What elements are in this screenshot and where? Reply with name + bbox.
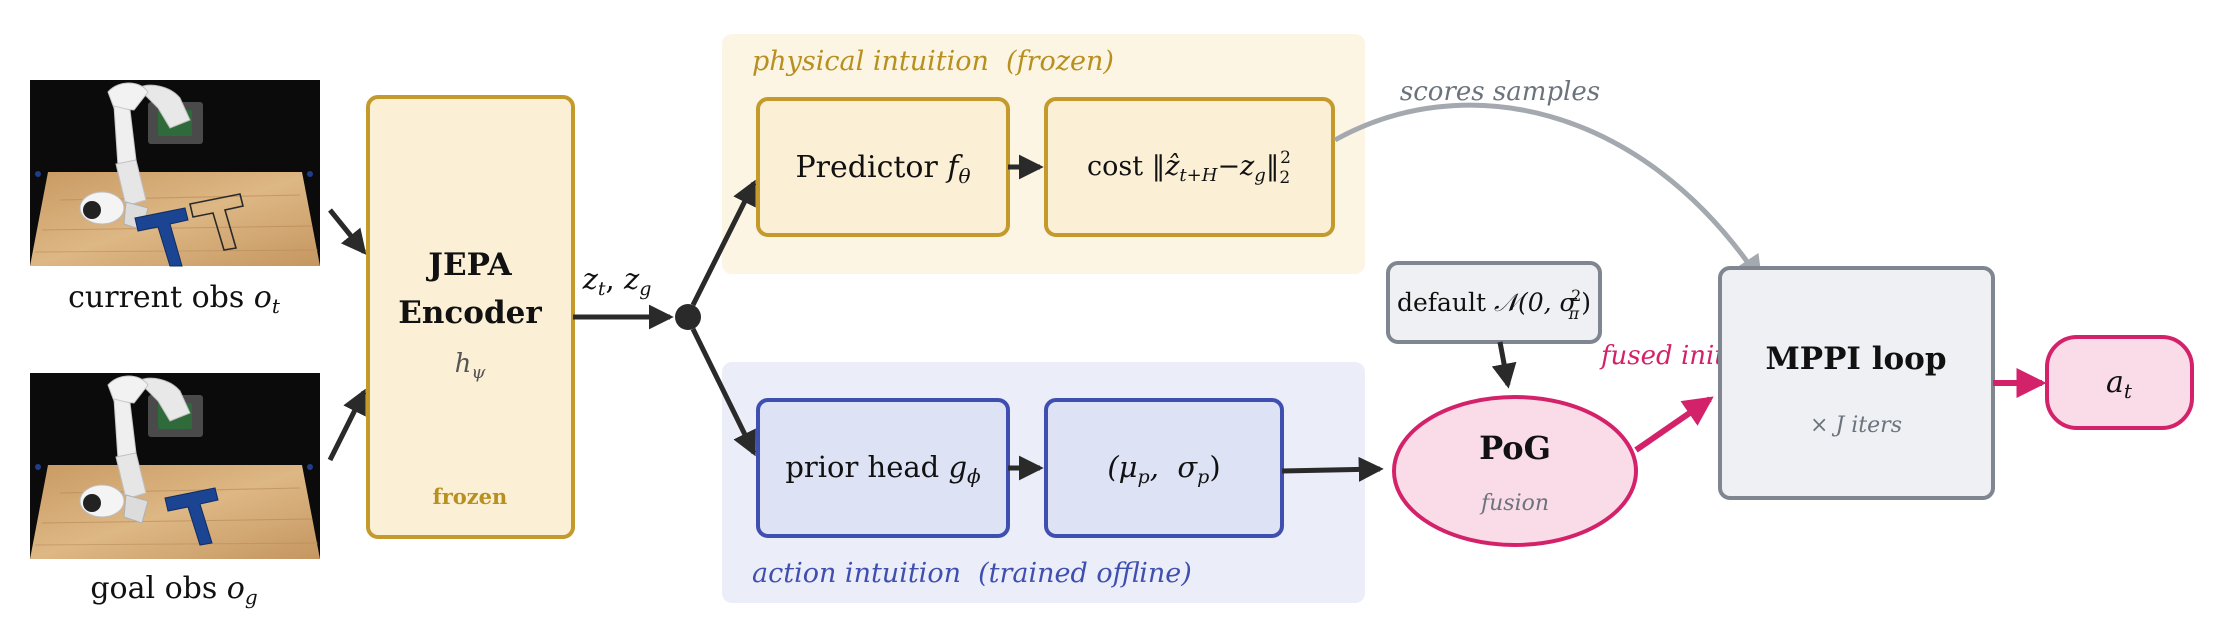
cost-box — [1044, 97, 1335, 237]
encoder-symbol: hψ — [455, 349, 487, 383]
encoder-frozen-tag: frozen — [433, 484, 508, 509]
gaussian-params-box — [1044, 398, 1284, 538]
arrow-default-to-pog — [1491, 341, 1517, 389]
default-prior-box — [1386, 261, 1602, 344]
latent-label: zt, zg — [582, 262, 652, 300]
scores-samples-curve — [1333, 102, 1763, 284]
arrow-current-to-encoder — [328, 208, 367, 255]
scores-samples-annotation: scores samples — [1400, 77, 1600, 107]
pog-fusion-node — [1392, 395, 1638, 547]
cost-label: cost ‖ẑt+H−zg‖22 — [1087, 148, 1291, 188]
fused-init-annotation: fused init. — [1599, 341, 1733, 371]
encoder-title-line2: Encoder — [398, 295, 542, 331]
arrow-junction-to-prior-head — [690, 327, 757, 457]
arrow-junction-to-predictor — [690, 179, 757, 307]
current-obs-label: current obs ot — [68, 280, 281, 318]
arrow-goal-to-encoder — [327, 388, 367, 462]
branch-junction — [675, 304, 701, 330]
action-output-label: at — [2106, 365, 2133, 403]
default-prior-label: default 𝒩(0, σπ2) — [1397, 286, 1591, 323]
mppi-title: MPPI loop — [1765, 341, 1946, 377]
action-output-box — [2045, 335, 2194, 430]
pog-subtitle: fusion — [1479, 491, 1549, 516]
arrow-pog-to-mppi — [1634, 396, 1714, 453]
predictor-label: Predictor fθ — [795, 150, 970, 188]
action-intuition-title: action intuition (trained offline) — [752, 558, 1192, 589]
encoder-title-line1: JEPA — [425, 247, 512, 283]
prior-head-label: prior head gϕ — [785, 450, 981, 488]
mppi-iterations: × J iters — [1810, 413, 1902, 438]
arrow-params-to-pog — [1281, 456, 1384, 482]
goal-obs-label: goal obs og — [90, 571, 257, 609]
mppi-loop-box — [1718, 266, 1995, 500]
goal-obs-image — [29, 372, 321, 560]
gaussian-params-label: (μp, σp) — [1107, 450, 1220, 488]
physical-intuition-title: physical intuition (frozen) — [752, 46, 1114, 77]
pog-title: PoG — [1479, 429, 1551, 467]
current-obs-image — [29, 79, 321, 267]
